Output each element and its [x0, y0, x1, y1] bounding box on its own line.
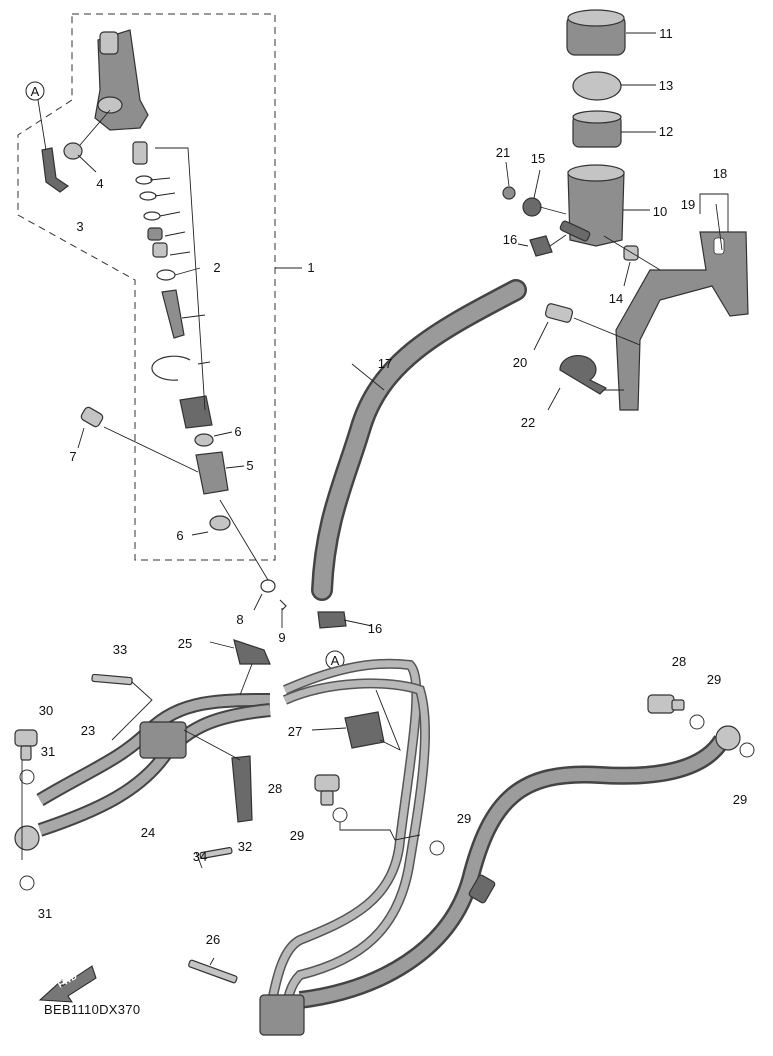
- callout-21: 21: [496, 145, 510, 160]
- svg-text:A: A: [31, 84, 40, 99]
- callout-11: 11: [659, 26, 673, 41]
- callout-18: 18: [713, 166, 727, 181]
- callout-7: 7: [69, 449, 76, 464]
- callout-16: 16: [368, 621, 382, 636]
- callout-15: 15: [531, 151, 545, 166]
- diaphragm-13: [572, 71, 622, 101]
- callout-31: 31: [38, 906, 52, 921]
- callout-25: 25: [178, 636, 192, 651]
- callout-29: 29: [290, 828, 304, 843]
- banjo-fitting-left: [14, 825, 40, 851]
- clamp-27: [344, 711, 385, 749]
- callout-22: 22: [521, 415, 535, 430]
- banjo-fitting-right: [715, 725, 741, 751]
- bolt-34: [199, 846, 233, 860]
- callout-1: 1: [307, 260, 314, 275]
- callout-4: 4: [96, 176, 103, 191]
- washer-29-right-b: [739, 742, 755, 758]
- callout-34: 34: [193, 849, 207, 864]
- banjo-5: [195, 451, 229, 495]
- callout-27: 27: [288, 724, 302, 739]
- clamp-16a: [529, 235, 553, 257]
- ref-marker-top: A: [25, 81, 45, 101]
- callout-13: 13: [659, 78, 673, 93]
- reservoir-tank-10: [559, 164, 625, 247]
- bushing-4: [63, 142, 83, 160]
- hose-clamp-22: [559, 355, 608, 395]
- callout-14: 14: [609, 291, 623, 306]
- washer-31a: [19, 769, 35, 785]
- plate-12: [572, 110, 622, 148]
- nut-21: [502, 186, 516, 200]
- joint-block-bottom: [259, 994, 305, 1036]
- callout-28: 28: [268, 781, 282, 796]
- reservoir-bracket-18: [615, 231, 749, 411]
- ref-marker-bottom: A: [325, 650, 345, 670]
- bracket-32: [231, 755, 253, 823]
- collar-14: [623, 245, 639, 261]
- diagram-code: BEB1110DX370: [44, 1002, 141, 1017]
- washer-8: [260, 579, 276, 593]
- callout-17: 17: [378, 356, 392, 371]
- callout-29: 29: [457, 811, 471, 826]
- callout-24: 24: [141, 825, 155, 840]
- reservoir-cap-11: [566, 9, 626, 56]
- damper-25: [233, 639, 271, 665]
- svg-text:A: A: [331, 653, 340, 668]
- bolt-30: [14, 729, 38, 761]
- bolt-28-right: [647, 694, 685, 714]
- callout-16: 16: [503, 232, 517, 247]
- assembly-boundary: [17, 13, 276, 561]
- bolt-20: [544, 303, 574, 323]
- washer-31b: [19, 875, 35, 891]
- callout-32: 32: [238, 839, 252, 854]
- fwd-arrow-icon: FWD: [38, 965, 97, 1003]
- callout-2: 2: [213, 260, 220, 275]
- callout-8: 8: [236, 612, 243, 627]
- callout-29: 29: [733, 792, 747, 807]
- callout-3: 3: [76, 219, 83, 234]
- clamp-16b: [317, 611, 347, 629]
- bolt-28-left: [314, 774, 340, 806]
- hose-grommet: [468, 874, 496, 904]
- callout-9: 9: [278, 630, 285, 645]
- callout-29: 29: [707, 672, 721, 687]
- callout-30: 30: [39, 703, 53, 718]
- callout-33: 33: [113, 642, 127, 657]
- washer-6a: [194, 433, 214, 447]
- callout-6: 6: [176, 528, 183, 543]
- callout-28: 28: [672, 654, 686, 669]
- grommet-15: [522, 197, 542, 217]
- master-cylinder-body: [94, 29, 149, 131]
- bolt-26: [188, 959, 238, 984]
- callout-23: 23: [81, 723, 95, 738]
- callout-26: 26: [206, 932, 220, 947]
- bolt-7: [80, 406, 104, 428]
- pin-3: [41, 147, 70, 193]
- callout-19: 19: [681, 197, 695, 212]
- callout-layer: 1234566789101112131415161617181920212223…: [38, 26, 747, 947]
- washer-29-right-a: [689, 714, 705, 730]
- callout-6: 6: [234, 424, 241, 439]
- callout-12: 12: [659, 124, 673, 139]
- callout-31: 31: [41, 744, 55, 759]
- hose-holder-block: [139, 721, 187, 759]
- washer-29-mid: [429, 840, 445, 856]
- washer-29-left: [332, 807, 348, 823]
- clip-9: [279, 599, 287, 611]
- washer-6b: [209, 515, 231, 531]
- piston-kit-stack: [132, 141, 213, 429]
- callout-5: 5: [246, 458, 253, 473]
- callout-10: 10: [653, 204, 667, 219]
- bolt-33: [91, 673, 133, 686]
- callout-20: 20: [513, 355, 527, 370]
